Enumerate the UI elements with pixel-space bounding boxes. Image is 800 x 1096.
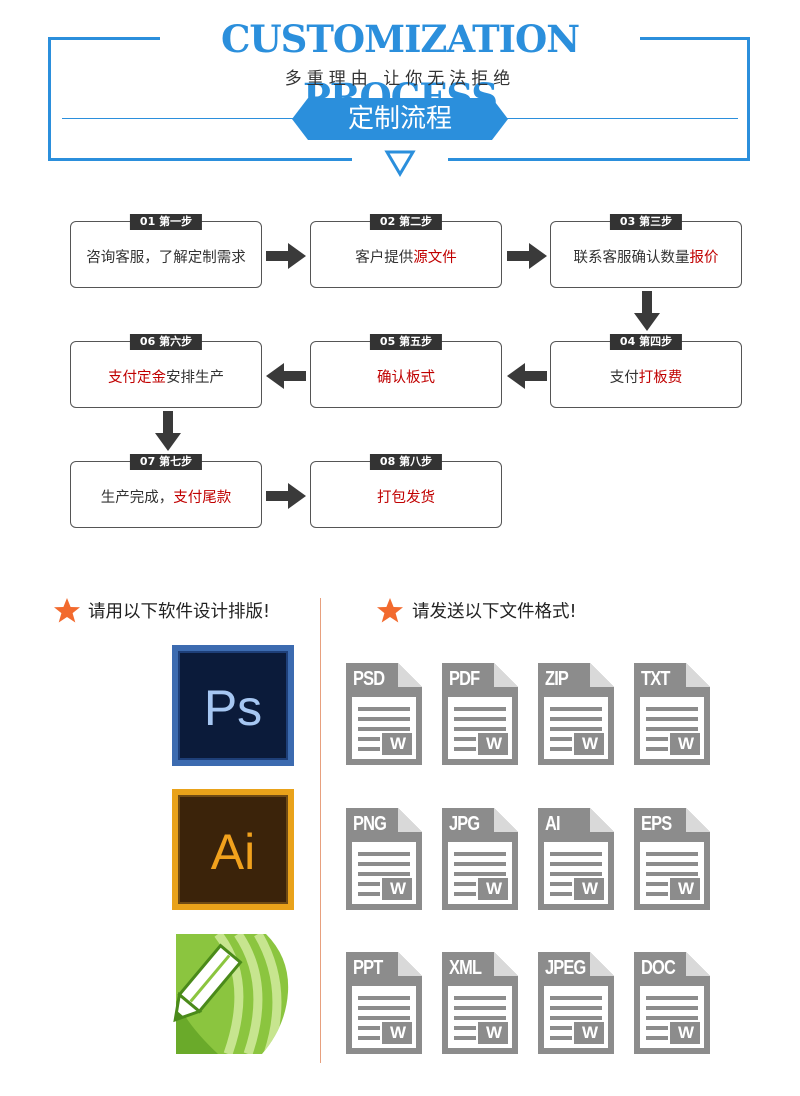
step-text: 确认板式 <box>311 366 501 387</box>
file-format-label: PPT <box>353 957 383 979</box>
header-rule-right <box>498 118 738 119</box>
word-badge: W <box>389 1023 407 1042</box>
file-format-label: JPG <box>449 813 480 835</box>
star-icon <box>377 598 403 623</box>
step-card: 08 第八步打包发货 <box>310 454 502 528</box>
step-text-part: 客户提供 <box>355 250 414 266</box>
arrow-right-icon <box>266 243 306 269</box>
word-badge: W <box>677 734 695 753</box>
file-format-icon: PPT W <box>346 952 422 1054</box>
step-card: 02 第二步客户提供源文件 <box>310 214 502 288</box>
step-tag: 01 第一步 <box>129 214 203 230</box>
header-subtitle: 多重理由 让你无法拒绝 <box>284 69 516 89</box>
file-format-icon: JPEG W <box>538 952 614 1054</box>
file-format-icon: EPS W <box>634 808 710 910</box>
file-format-icon: PDF W <box>442 663 518 765</box>
word-badge: W <box>485 734 503 753</box>
file-format-label: DOC <box>641 957 676 979</box>
file-format-icon: JPG W <box>442 808 518 910</box>
header-banner-label: 定制流程 <box>347 104 452 134</box>
arrow-down-icon <box>155 411 181 451</box>
step-text: 支付定金安排生产 <box>71 366 261 387</box>
file-format-icon: PNG W <box>346 808 422 910</box>
file-format-label: AI <box>545 813 561 835</box>
step-text: 联系客服确认数量报价 <box>551 246 741 267</box>
file-format-label: PNG <box>353 813 387 835</box>
step-text-highlight: 支付定金 <box>108 370 166 386</box>
step-tag: 03 第三步 <box>609 214 683 230</box>
step-text-part: 联系客服确认数量 <box>573 250 690 266</box>
arrow-left-icon <box>266 363 306 389</box>
photoshop-icon: Ps <box>172 645 294 766</box>
word-badge: W <box>389 734 407 753</box>
step-text: 支付打板费 <box>551 366 741 387</box>
word-badge: W <box>389 879 407 898</box>
file-format-icon: XML W <box>442 952 518 1054</box>
file-format-icon: DOC W <box>634 952 710 1054</box>
step-text-highlight: 打包发货 <box>377 490 435 506</box>
step-card: 03 第三步联系客服确认数量报价 <box>550 214 742 288</box>
step-text: 咨询客服，了解定制需求 <box>71 246 261 267</box>
step-text-part: 生产完成， <box>100 490 174 506</box>
file-format-label: PDF <box>449 668 480 690</box>
step-text-highlight: 打板费 <box>638 370 683 386</box>
step-text-part: 安排生产 <box>166 370 224 386</box>
file-format-label: TXT <box>641 668 670 690</box>
file-format-icon: TXT W <box>634 663 710 765</box>
section-divider <box>320 598 321 1063</box>
step-card: 07 第七步生产完成，支付尾款 <box>70 454 262 528</box>
step-text-highlight: 报价 <box>689 250 719 266</box>
step-card: 06 第六步支付定金安排生产 <box>70 334 262 408</box>
step-tag: 02 第二步 <box>369 214 443 230</box>
illustrator-label: Ai <box>210 824 256 880</box>
header-rule-left <box>62 118 302 119</box>
file-format-icon: AI W <box>538 808 614 910</box>
step-tag: 04 第四步 <box>609 334 683 350</box>
file-format-label: JPEG <box>545 957 586 979</box>
arrow-right-icon <box>266 483 306 509</box>
word-badge: W <box>581 879 599 898</box>
file-format-label: EPS <box>641 813 672 835</box>
step-tag: 07 第七步 <box>129 454 203 470</box>
word-badge: W <box>677 879 695 898</box>
illustrator-icon: Ai <box>172 789 294 910</box>
step-card: 04 第四步支付打板费 <box>550 334 742 408</box>
arrow-left-icon <box>507 363 547 389</box>
star-icon <box>54 598 80 623</box>
header-title: CUSTOMIZATION PROCESS <box>160 10 640 119</box>
step-text-part: 咨询客服，了解定制需求 <box>86 250 246 266</box>
formats-title: 请发送以下文件格式! <box>412 602 577 622</box>
file-format-label: ZIP <box>545 668 569 690</box>
step-text-highlight: 支付尾款 <box>173 490 232 506</box>
word-badge: W <box>581 1023 599 1042</box>
step-text: 打包发货 <box>311 486 501 507</box>
software-title: 请用以下软件设计排版! <box>88 602 271 622</box>
file-format-icon: ZIP W <box>538 663 614 765</box>
step-tag: 06 第六步 <box>129 334 203 350</box>
step-text: 生产完成，支付尾款 <box>71 486 261 507</box>
arrow-down-icon <box>634 291 660 331</box>
file-format-label: PSD <box>353 668 385 690</box>
step-tag: 08 第八步 <box>369 454 443 470</box>
step-text-highlight: 源文件 <box>413 250 457 266</box>
word-badge: W <box>677 1023 695 1042</box>
arrow-right-icon <box>507 243 547 269</box>
step-card: 01 第一步咨询客服，了解定制需求 <box>70 214 262 288</box>
step-tag: 05 第五步 <box>369 334 443 350</box>
step-card: 05 第五步确认板式 <box>310 334 502 408</box>
header-frame-gap <box>352 150 448 166</box>
word-badge: W <box>581 734 599 753</box>
coreldraw-icon <box>173 934 289 1054</box>
word-badge: W <box>485 1023 503 1042</box>
step-text-highlight: 确认板式 <box>377 370 435 386</box>
file-format-icon: PSD W <box>346 663 422 765</box>
word-badge: W <box>485 879 503 898</box>
photoshop-label: Ps <box>203 680 263 736</box>
file-format-label: XML <box>449 957 482 979</box>
step-text: 客户提供源文件 <box>311 246 501 267</box>
step-text-part: 支付 <box>609 370 639 386</box>
down-triangle-icon <box>384 150 416 177</box>
header-banner: 定制流程 <box>292 98 508 140</box>
